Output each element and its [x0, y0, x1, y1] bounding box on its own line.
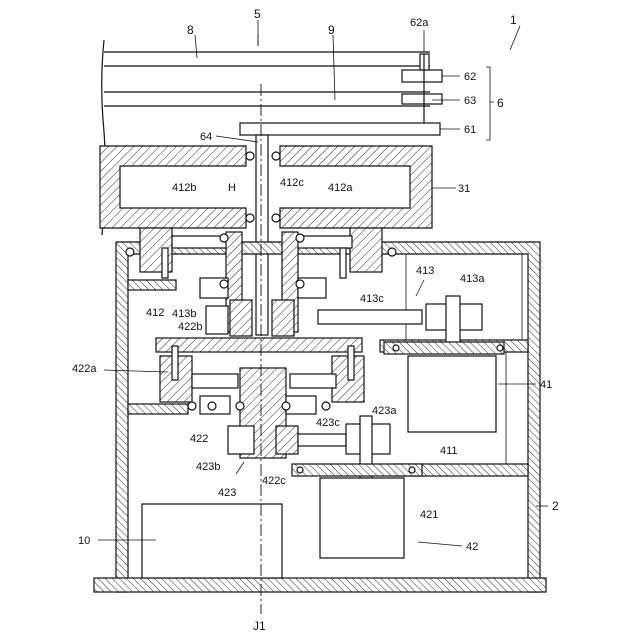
pulley-63: [402, 94, 442, 104]
arm-assembly: [102, 40, 442, 235]
bearing: [246, 214, 254, 222]
label-9: 9: [328, 23, 335, 37]
gear-422b: [192, 374, 238, 388]
motor-411: [408, 356, 496, 432]
label-422b: 422b: [178, 321, 202, 333]
bearing: [296, 234, 304, 242]
pin: [348, 346, 354, 380]
arrow-423: [236, 462, 244, 474]
gear-422b: [290, 374, 336, 388]
label-413: 413: [416, 265, 434, 277]
bearing: [220, 234, 228, 242]
bearing: [272, 214, 280, 222]
bearing: [246, 152, 254, 160]
label-413a: 413a: [460, 273, 485, 285]
label-10: 10: [78, 535, 90, 547]
bearing: [282, 402, 290, 410]
plate-61: [240, 123, 440, 135]
pulley-423b: [228, 426, 254, 454]
label-42: 42: [466, 541, 478, 553]
arrow-413: [416, 280, 424, 296]
pulley-413b-hub: [272, 300, 294, 336]
label-31: 31: [458, 183, 470, 195]
label-423b: 423b: [196, 461, 220, 473]
label-413b: 413b: [172, 308, 196, 320]
pin: [172, 346, 178, 380]
bolt: [297, 467, 303, 473]
leader: [418, 542, 462, 546]
leader: [195, 35, 197, 58]
shaft-64: [256, 135, 268, 335]
label-63: 63: [464, 95, 476, 107]
bearing: [220, 280, 228, 288]
pulley-413b-hub: [230, 300, 252, 336]
label-62: 62: [464, 71, 476, 83]
bearing: [272, 152, 280, 160]
leader: [333, 35, 335, 100]
label-6: 6: [497, 96, 504, 110]
shelf: [128, 280, 176, 290]
bolt: [409, 467, 415, 473]
motor-mount: [384, 342, 504, 354]
shaft-413a: [446, 296, 460, 346]
label-422c: 422c: [262, 475, 286, 487]
label-422a: 422a: [72, 363, 97, 375]
pulley-413b: [206, 306, 228, 334]
motor-mount: [292, 464, 422, 476]
base-plate: [94, 578, 546, 592]
label-421: 421: [420, 509, 438, 521]
arrow-1: [510, 26, 520, 50]
label-412: 412: [146, 307, 164, 319]
label-61: 61: [464, 124, 476, 136]
belt-423c: [298, 434, 346, 446]
label-8: 8: [187, 23, 194, 37]
label-413c: 413c: [360, 293, 384, 305]
bearing: [322, 402, 330, 410]
label-41: 41: [540, 379, 552, 391]
label-422: 422: [190, 433, 208, 445]
label-411: 411: [440, 445, 458, 457]
pin: [162, 248, 168, 278]
belt-413c: [318, 310, 422, 324]
label-J1: J1: [253, 619, 266, 633]
bolt: [497, 345, 503, 351]
motor-421: [320, 478, 404, 558]
label-64: 64: [200, 131, 212, 143]
pin: [340, 248, 346, 278]
leader: [104, 370, 168, 372]
label-412c: 412c: [280, 177, 304, 189]
bearing: [236, 402, 244, 410]
bearing: [208, 402, 216, 410]
plate-422: [156, 338, 362, 352]
label-1: 1: [510, 13, 517, 27]
label-412b: 412b: [172, 182, 196, 194]
bracket-6: [486, 67, 490, 140]
label-62a: 62a: [410, 17, 429, 29]
label-2: 2: [552, 499, 559, 513]
bearing: [188, 402, 196, 410]
pulley-62: [402, 70, 442, 82]
motor-41: [384, 342, 504, 432]
label-423a: 423a: [372, 405, 397, 417]
label-5: 5: [254, 7, 261, 21]
label-423c: 423c: [316, 417, 340, 429]
label-423: 423: [218, 487, 236, 499]
bearing: [126, 248, 134, 256]
bearing: [388, 248, 396, 256]
bearing: [296, 280, 304, 288]
reducer-412-right-housing: [350, 228, 382, 272]
compartment: [506, 352, 528, 464]
bolt: [393, 345, 399, 351]
shelf: [128, 404, 188, 414]
leader: [216, 136, 258, 142]
label-412a: 412a: [328, 182, 353, 194]
label-H: H: [228, 182, 236, 194]
pulley-423b-hub: [276, 426, 298, 454]
output-422: [286, 396, 316, 414]
